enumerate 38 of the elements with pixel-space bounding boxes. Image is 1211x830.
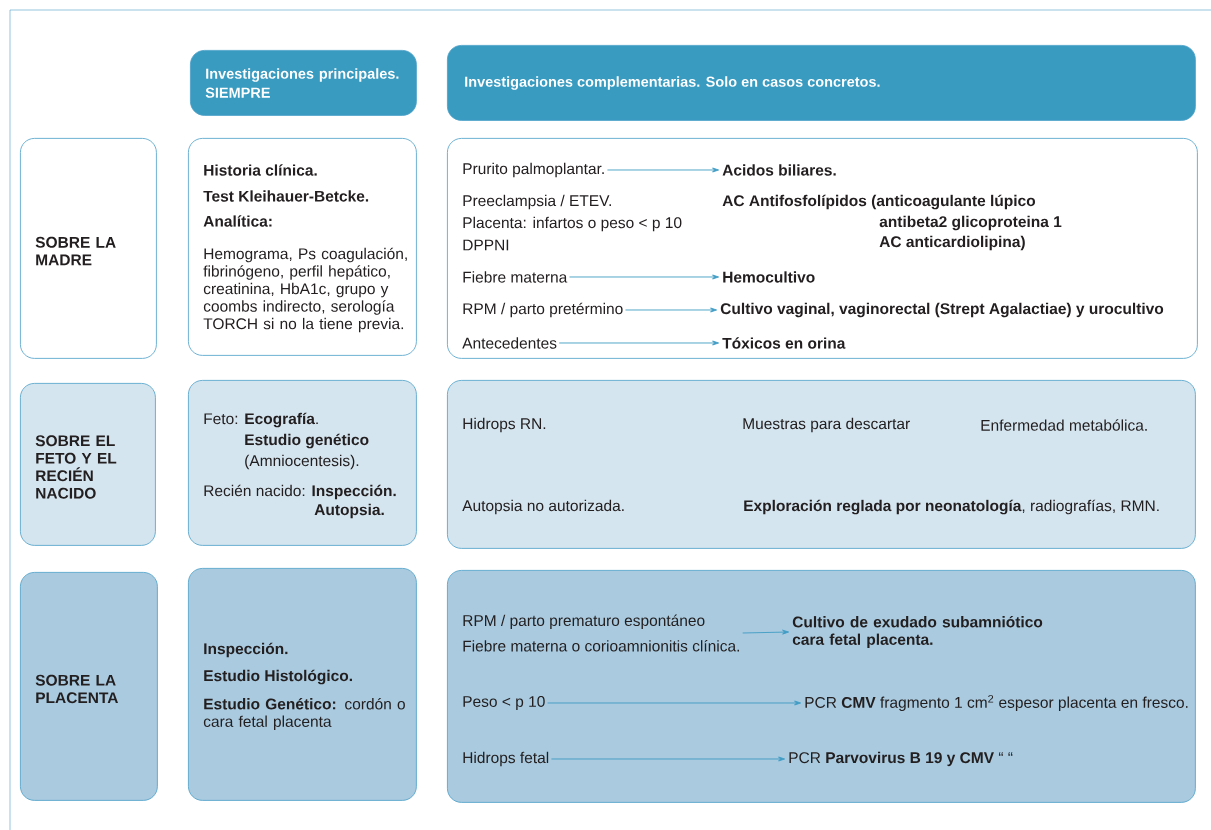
row-header: SOBRE LA PLACENTA xyxy=(20,572,158,801)
panel: Hidrops RN. Muestras para descartar Enfermedad metabólica. Autopsia no autorizada. Exploración reglada por neonatología, radiografías, RMN. xyxy=(447,380,1196,549)
result-text: Tóxicos en orina xyxy=(722,337,846,349)
note-text: AC Antifosfolípidos (anticoagulante lúpico xyxy=(722,194,1036,210)
note-text: AC anticardiolipina) xyxy=(879,235,1025,251)
finding-text: Antecedentes xyxy=(462,337,557,349)
note-text: DPPNI xyxy=(463,239,509,251)
column-header: Investigaciones complementarias. Solo en casos concretos. xyxy=(447,45,1196,121)
result-text: Acidos biliares. xyxy=(722,164,836,176)
note-text: antibeta2 glicoproteina 1 xyxy=(879,215,1062,231)
note-text: Preeclampsia / ETEV. xyxy=(463,194,611,210)
arrow xyxy=(625,307,718,313)
finding-text: PCR CMV fragmento 1 cm$^{2}$ espesor placenta en fresco. xyxy=(805,695,1188,711)
arrow xyxy=(569,274,720,280)
finding-text: Prurito palmoplantar. xyxy=(463,162,604,178)
row-header: SOBRE LA MADRE xyxy=(20,138,157,359)
arrow xyxy=(742,629,790,635)
panel xyxy=(447,138,1198,359)
finding-text: PCR Parvovirus B 19 y CMV “ “ xyxy=(789,751,1013,767)
result-text: Hemocultivo xyxy=(723,271,815,283)
result-text: Cultivo vaginal, vaginorectal (Strept Agalactiae) y urocultivo xyxy=(720,302,1164,318)
row-header: SOBRE EL FETO Y EL RECIÉN NACIDO xyxy=(20,383,156,546)
finding-text: Fiebre materna xyxy=(463,271,568,283)
finding-text: RPM / parto pretérmino xyxy=(463,302,623,318)
result-text: Cultivo de exudado subamniótico cara fetal placenta. xyxy=(792,615,1043,649)
finding-text: Hidrops fetal xyxy=(463,751,549,767)
note-text: Placenta: infartos o peso < p 10 xyxy=(463,216,682,232)
info-box: Inspección. Estudio Histológico. Estudio Genético: cordón o cara fetal placenta xyxy=(188,568,417,801)
arrow xyxy=(547,700,802,706)
arrow xyxy=(606,167,720,173)
info-box: Feto: Ecografía. Estudio genético (Amniocentesis). Recién nacido: Inspección. Autopsia. xyxy=(188,380,417,546)
info-box: Historia clínica. Test Kleihauer-Betcke. Analítica: Hemograma, Ps coagulación, fibrinógeno, perfil hepático, creatinina, HbA1c, grupo y coombs indirecto, serología TORCH si no la tiene previa. xyxy=(188,138,417,356)
finding-text: Peso < p 10 xyxy=(463,696,545,710)
arrow xyxy=(558,340,720,346)
arrow xyxy=(550,756,786,762)
panel xyxy=(447,570,1196,803)
column-header: Investigaciones principales. SIEMPRE xyxy=(190,50,417,116)
finding-text: RPM / parto prematuro espontáneo Fiebre materna o corioamnionitis clínica. xyxy=(463,614,739,652)
